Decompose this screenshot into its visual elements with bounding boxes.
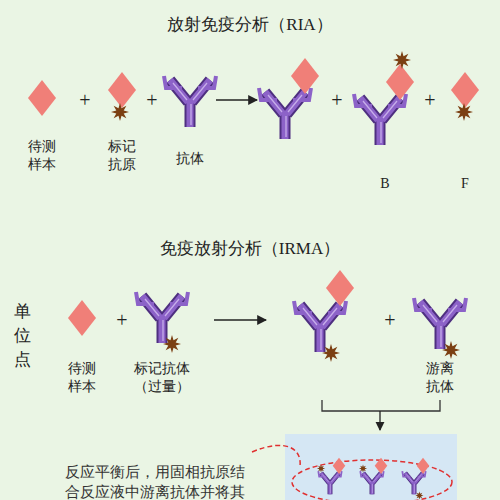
plus-sign: +: [142, 88, 162, 112]
label-text: 游离 抗体: [424, 360, 456, 396]
reagent-label: B: [373, 175, 397, 193]
reaction-arrow: [214, 319, 266, 320]
antigen-diamond: [68, 300, 96, 336]
antigen-diamond: [326, 270, 354, 306]
antibody-symbol: [136, 292, 188, 343]
antigen-diamond: [291, 58, 319, 94]
reagent-label: 待测 样本: [26, 138, 58, 174]
antibody-symbol: [294, 301, 346, 352]
reagent-label: 标记 抗原: [106, 138, 138, 174]
plus-sign: +: [112, 308, 132, 332]
vertical-label: 单位点: [13, 300, 31, 372]
label-star: [163, 335, 181, 353]
callout-curve: [252, 445, 300, 466]
plus-sign: +: [75, 88, 95, 112]
label-star: [455, 103, 473, 121]
plus-sign: +: [420, 88, 440, 112]
solid-phase-box: [285, 434, 457, 500]
antibody-symbol: [259, 88, 311, 139]
bound-complex: [402, 458, 429, 500]
reagent-label: 待测 样本: [66, 360, 98, 396]
antigen-diamond: [386, 64, 414, 100]
reagent-label: 游离 抗体: [424, 360, 456, 396]
antigen-diamond: [451, 72, 479, 108]
antibody-symbol: [414, 298, 466, 349]
label-text: 标记抗体 （过量）: [131, 360, 193, 396]
antigen-diamond: [28, 80, 56, 116]
down-arrow: [379, 411, 380, 430]
label-text: B: [373, 175, 397, 193]
section-title: 放射免疫分析（RIA）: [0, 14, 500, 36]
reagent-label: F: [453, 175, 477, 193]
reagent-label: 抗体: [170, 150, 210, 168]
antigen-diamond: [108, 72, 136, 108]
antibody-symbol: [164, 76, 216, 127]
section-title: 免疫放射分析（IRMA）: [90, 238, 410, 260]
antibody-symbol: [354, 94, 406, 145]
reaction-arrow: [216, 99, 257, 100]
label-text: 抗体: [170, 150, 210, 168]
label-star: [393, 51, 411, 69]
plus-sign: +: [327, 88, 347, 112]
label-text: 待测 样本: [26, 138, 58, 174]
label-text: F: [453, 175, 477, 193]
note-text: 反应平衡后，用固相抗原结合反应液中游离抗体并将其: [65, 462, 249, 500]
label-star: [322, 344, 340, 362]
bracket: [322, 400, 440, 411]
label-star: [111, 103, 129, 121]
reagent-label: 标记抗体 （过量）: [131, 360, 193, 396]
bound-complex: [317, 458, 345, 494]
plus-sign: +: [380, 308, 400, 332]
label-text: 待测 样本: [66, 360, 98, 396]
label-star: [442, 341, 460, 359]
label-text: 标记 抗原: [106, 138, 138, 174]
bound-complex: [359, 458, 387, 494]
